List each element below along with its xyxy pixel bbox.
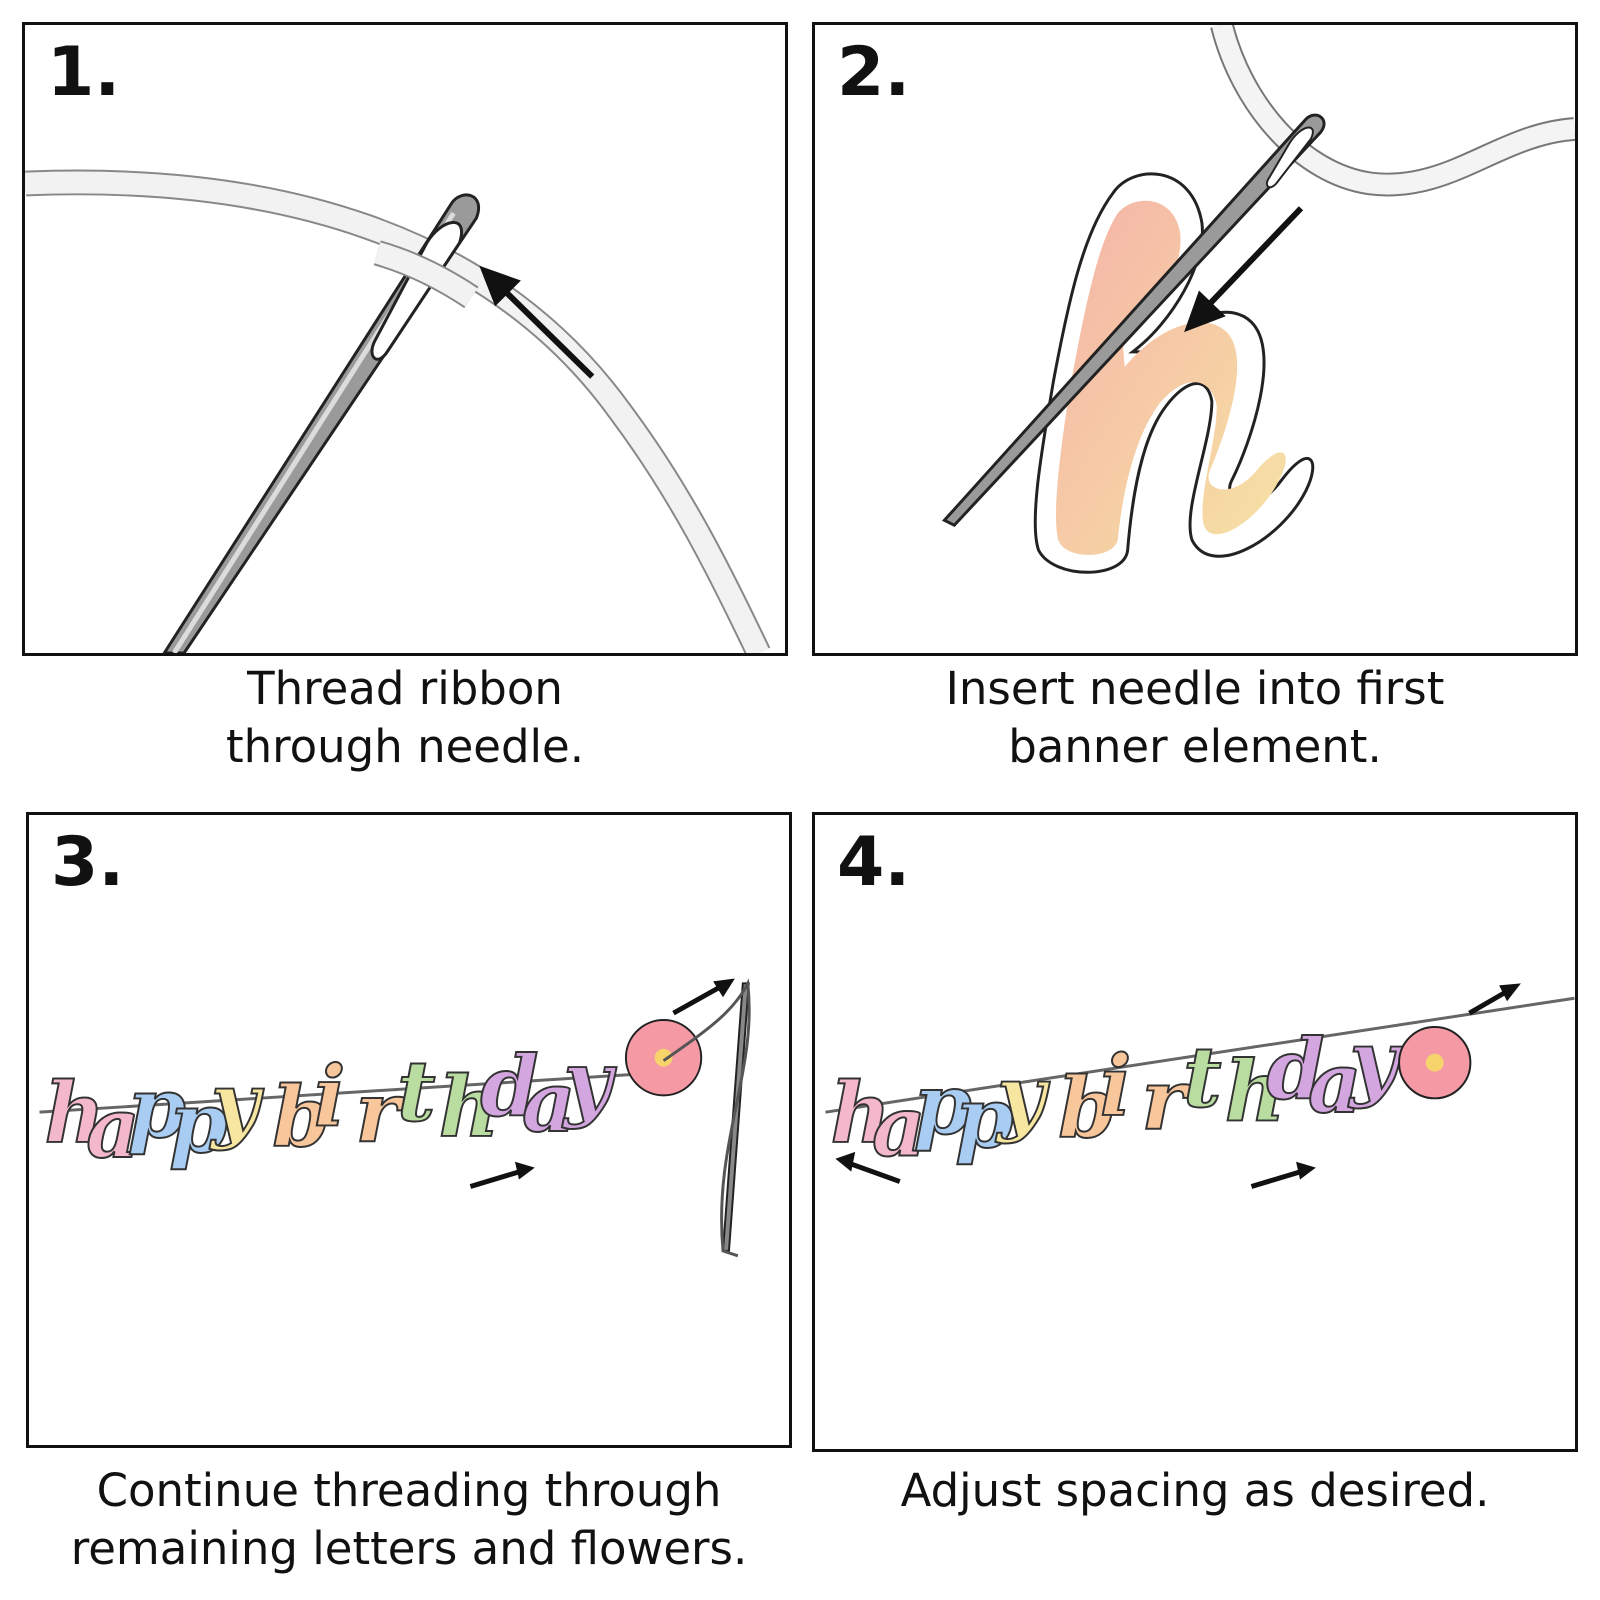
banner-letter-r: r <box>1142 1051 1191 1149</box>
needle-threading-illustration <box>25 169 771 653</box>
step-1-caption-line-1: Thread ribbon <box>247 662 563 715</box>
banner-letter-d: d <box>480 1038 538 1136</box>
letter-h-element <box>1033 172 1315 574</box>
needle-icon <box>941 113 1326 528</box>
arrow-icon <box>479 265 595 379</box>
step-4-caption: Adjust spacing as desired. <box>812 1462 1578 1520</box>
banner-letter-a: a <box>872 1078 926 1176</box>
arrow-icon <box>835 1151 901 1184</box>
banner-letter-h: h <box>44 1064 104 1162</box>
arrow-icon <box>469 1161 535 1189</box>
banner-letter-t: t <box>397 1043 435 1141</box>
arrow-icon <box>1184 206 1304 333</box>
step-3-caption-line-1: Continue threading through <box>96 1464 722 1517</box>
step-4-caption-line-1: Adjust spacing as desired. <box>900 1464 1490 1517</box>
banner-letter-b: b <box>1058 1059 1116 1157</box>
banner-letter-b: b <box>272 1068 330 1166</box>
banner-letter-y: y <box>209 1054 265 1152</box>
step-3-number: 3. <box>51 823 125 902</box>
step-3-caption: Continue threading through remaining let… <box>26 1462 792 1578</box>
flower-icon <box>1398 1026 1472 1100</box>
ribbon-tail <box>662 978 751 1258</box>
banner-letter-i: i <box>1100 1037 1132 1135</box>
banner-letter-a: a <box>522 1053 576 1151</box>
arrow-icon <box>672 978 735 1016</box>
banner-letter-i: i <box>314 1048 346 1146</box>
step-2-caption-line-1: Insert needle into first <box>945 662 1445 715</box>
banner-letter-p: p <box>914 1056 972 1154</box>
banner-letter-a: a <box>86 1079 140 1177</box>
arrow-icon <box>1250 1161 1316 1189</box>
banner-letter-p: p <box>128 1059 186 1157</box>
step-1-number: 1. <box>47 33 121 112</box>
needle-into-letter-illustration <box>941 25 1575 574</box>
step-1-caption: Thread ribbon through needle. <box>22 660 788 776</box>
banner-letter-h: h <box>830 1064 891 1162</box>
banner-letter-y: y <box>562 1033 618 1131</box>
banner-letter-h: h <box>439 1058 499 1156</box>
step-1-panel: 1. <box>22 22 788 656</box>
step-2-caption-line-2: banner element. <box>1008 720 1382 773</box>
step-2-number: 2. <box>837 33 911 112</box>
step-2-panel: 2. <box>812 22 1578 656</box>
banner-letter-p: p <box>169 1074 227 1172</box>
needle-icon <box>721 982 750 1252</box>
step-4-number: 4. <box>837 823 911 902</box>
step-1-caption-line-2: through needle. <box>225 720 585 773</box>
arrow-icon <box>1468 983 1521 1016</box>
banner-letter-p: p <box>955 1069 1013 1167</box>
step-2-caption: Insert needle into first banner element. <box>812 660 1578 776</box>
banner-letter-a: a <box>1308 1034 1362 1132</box>
flower-icon <box>624 1019 703 1097</box>
needle-icon <box>162 193 480 653</box>
banner-letter-y: y <box>995 1047 1051 1145</box>
step-3-caption-line-2: remaining letters and flowers. <box>70 1522 748 1575</box>
banner-letter-t: t <box>1183 1029 1221 1127</box>
banner-letter-r: r <box>356 1063 405 1161</box>
banner-letter-d: d <box>1266 1020 1324 1118</box>
banner-letter-h: h <box>1225 1042 1286 1140</box>
banner-letter-y: y <box>1348 1012 1404 1110</box>
